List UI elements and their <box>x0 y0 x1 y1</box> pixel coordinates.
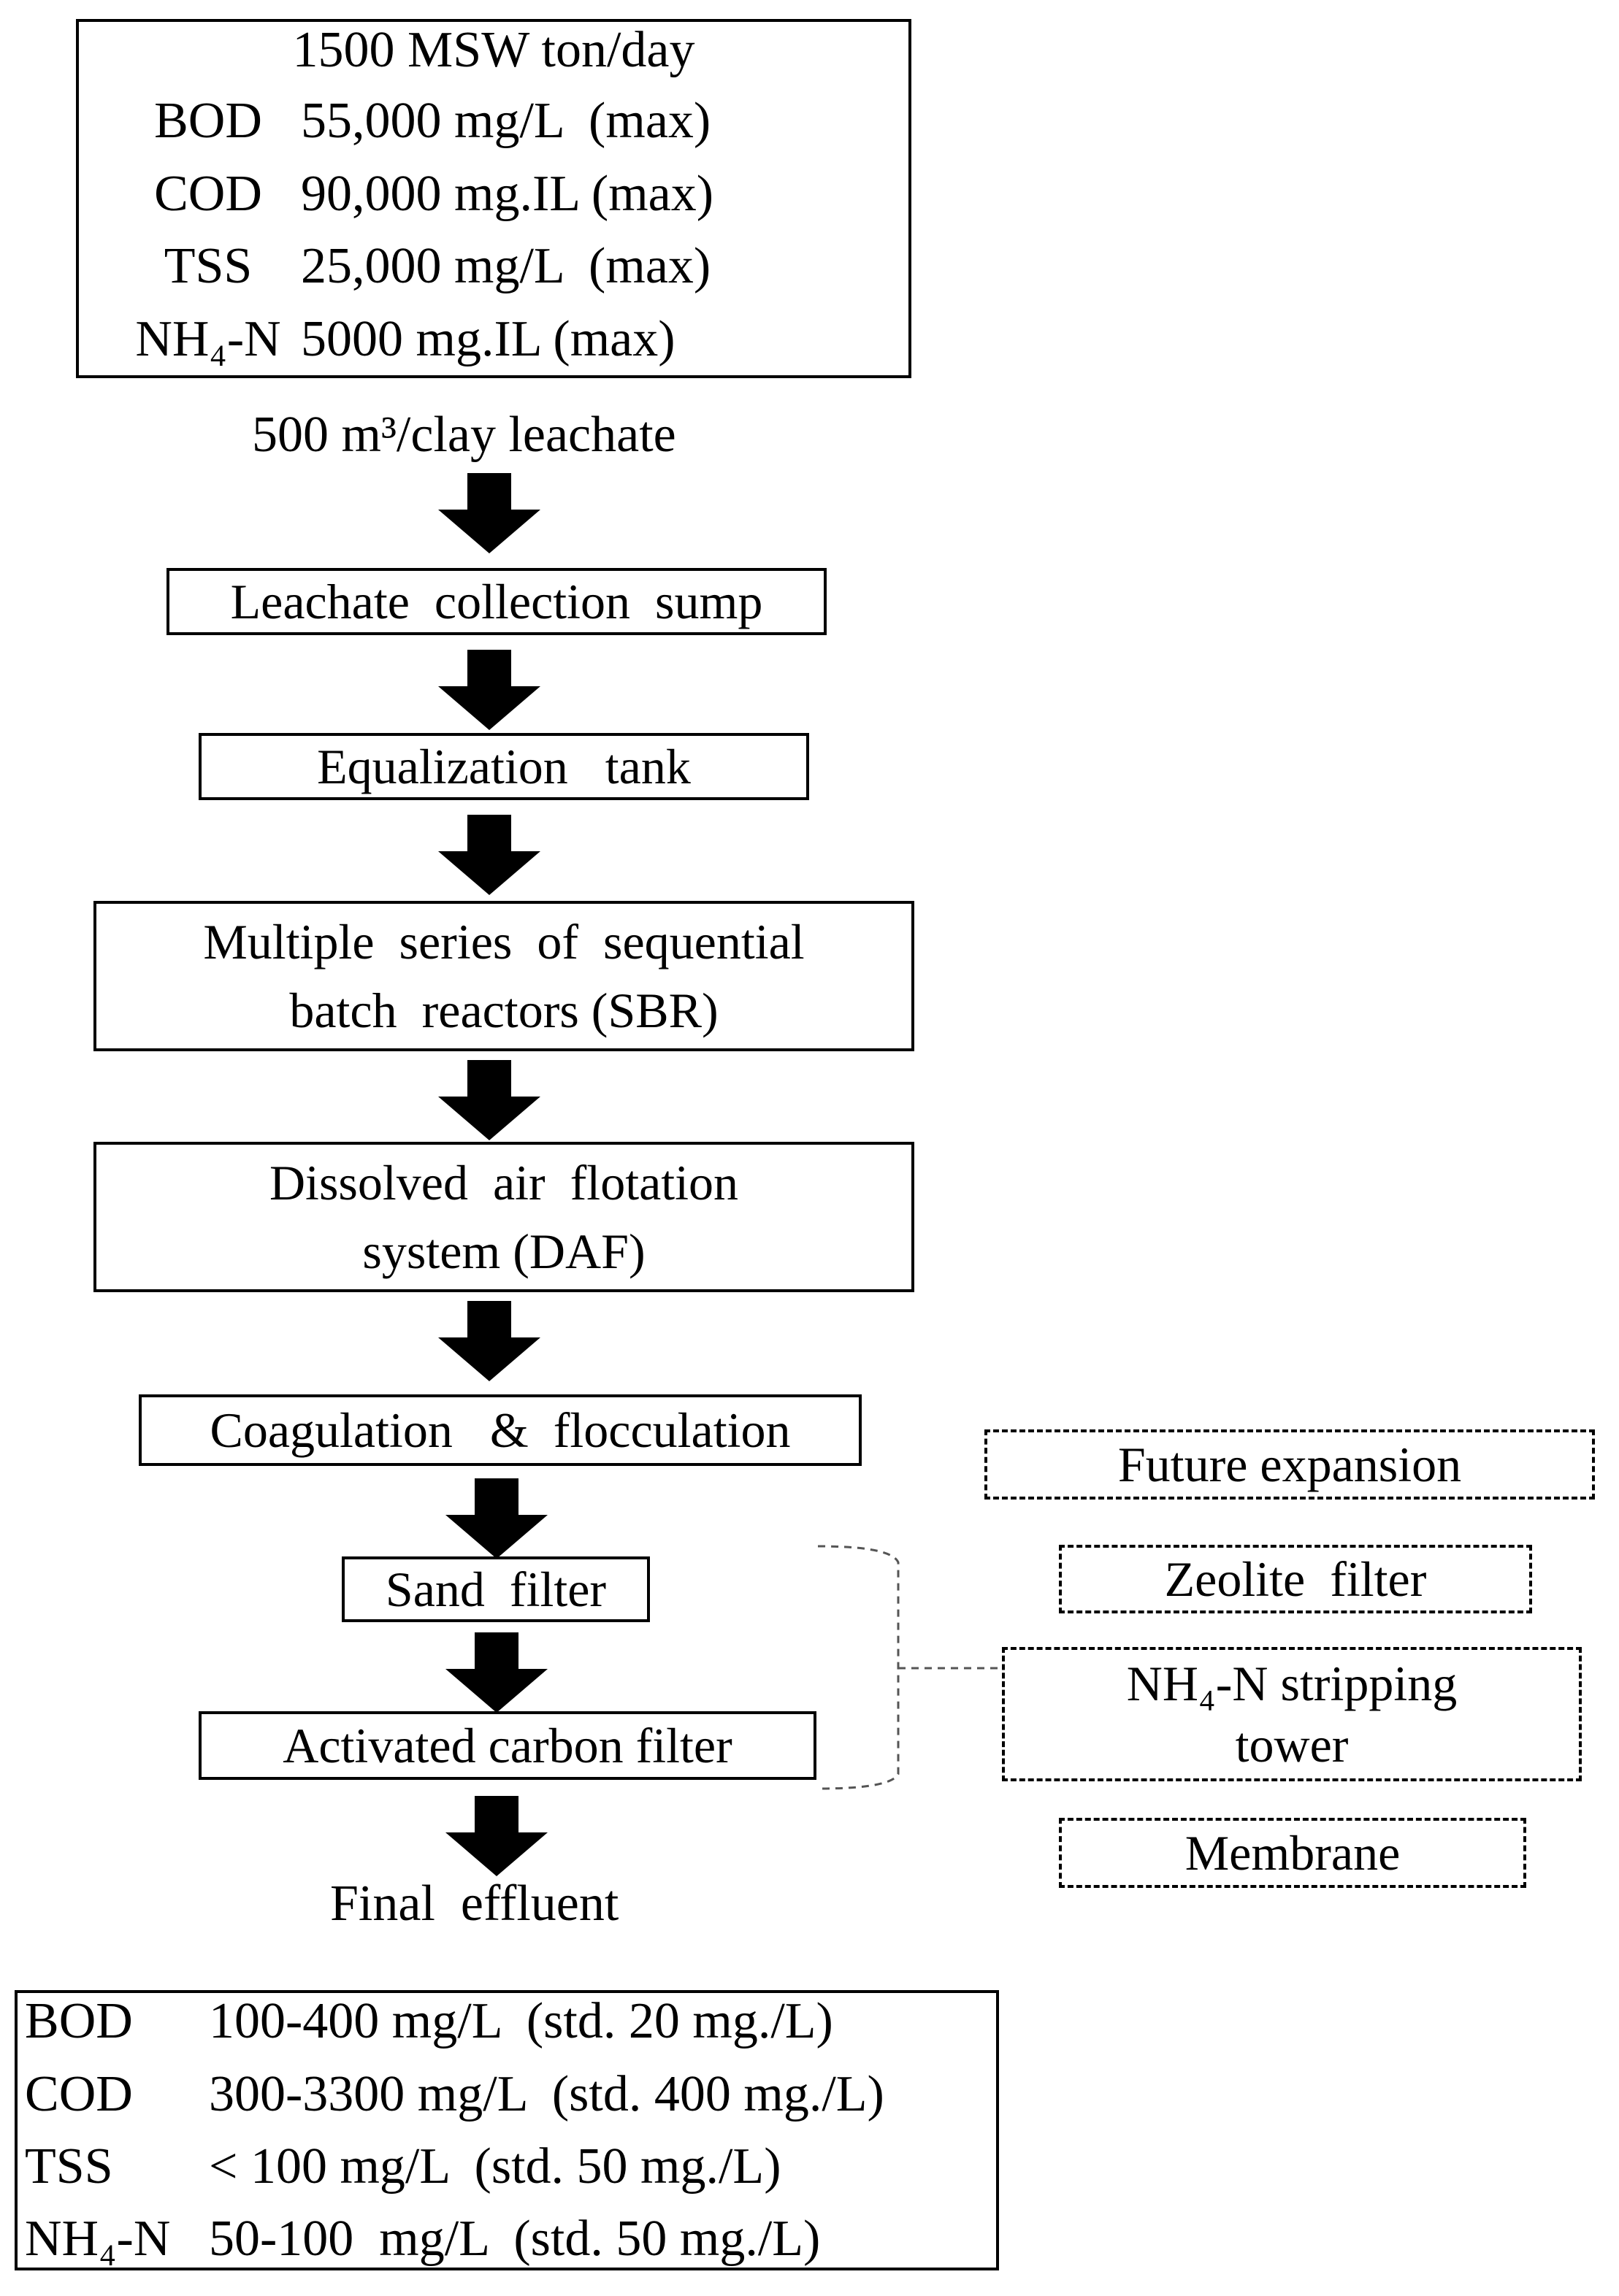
effluent-rows: BOD 100-400 mg/L (std. 20 mg./L) COD 300-3… <box>25 1985 884 2276</box>
bracket-path <box>817 1545 900 1790</box>
influent-rows: BOD 55,000 mg/L (max) COD 90,000 mg.IL (ma… <box>115 85 713 375</box>
zeolite-filter-label: Zeolite filter <box>1164 1551 1427 1607</box>
influent-row: BOD 55,000 mg/L (max) <box>115 85 713 157</box>
effluent-value-cod: 300-3300 mg/L (std. 400 mg./L) <box>209 2065 884 2122</box>
sbr-label-line2: batch reactors (SBR) <box>289 983 719 1038</box>
leachate-flow-label: 500 m³/clay leachate <box>252 407 676 463</box>
effluent-value-bod: 100-400 mg/L (std. 20 mg./L) <box>209 1993 833 2050</box>
effluent-param-tss: TSS <box>25 2138 113 2195</box>
value-cod: 90,000 mg.IL (max) <box>301 165 714 222</box>
stripping-label-line2: tower <box>1235 1717 1349 1773</box>
effluent-param-cod: COD <box>25 2065 133 2122</box>
value-bod: 55,000 mg/L (max) <box>301 93 711 150</box>
equalization-tank-box: Equalization tank <box>199 733 809 800</box>
effluent-value-nh4n: 50-100 mg/L (std. 50 mg./L) <box>209 2211 821 2268</box>
effluent-box: BOD 100-400 mg/L (std. 20 mg./L) COD 300-3… <box>15 1990 999 2270</box>
param-tss: TSS <box>164 238 253 295</box>
effluent-param-bod: BOD <box>25 1993 133 2050</box>
sbr-label-line1: Multiple series of sequential <box>203 913 805 970</box>
daf-label-line1: Dissolved air flotation <box>269 1154 739 1210</box>
param-bod: BOD <box>154 93 262 150</box>
zeolite-filter-box: Zeolite filter <box>1059 1545 1532 1613</box>
sbr-box: Multiple series of sequential batch reac… <box>93 901 914 1051</box>
param-cod: COD <box>154 165 262 222</box>
value-nh4n: 5000 mg.IL (max) <box>301 310 675 367</box>
effluent-param-nh4n: NH₄-N <box>25 2211 171 2268</box>
future-expansion-label: Future expansion <box>1117 1436 1462 1492</box>
final-effluent-label: Final effluent <box>330 1875 619 1932</box>
equalization-label: Equalization tank <box>317 738 691 794</box>
effluent-row: COD 300-3300 mg/L (std. 400 mg./L) <box>25 2058 884 2130</box>
membrane-label: Membrane <box>1184 1824 1401 1881</box>
daf-label-line2: system (DAF) <box>362 1224 646 1279</box>
value-tss: 25,000 mg/L (max) <box>301 238 711 295</box>
future-expansion-bracket <box>817 1545 1002 1790</box>
influent-row: COD 90,000 mg.IL (max) <box>115 158 713 230</box>
influent-tonnage: 1500 MSW ton/day <box>292 22 695 79</box>
sand-filter-label: Sand filter <box>385 1561 607 1617</box>
stripping-label-line1: NH₄-N stripping <box>1126 1655 1458 1711</box>
sand-filter-box: Sand filter <box>342 1556 650 1622</box>
future-expansion-box: Future expansion <box>984 1429 1595 1500</box>
collection-label: Leachate collection sump <box>230 573 763 629</box>
activated-carbon-filter-box: Activated carbon filter <box>199 1711 816 1780</box>
daf-box: Dissolved air flotation system (DAF) <box>93 1142 914 1292</box>
influent-row: NH₄-N 5000 mg.IL (max) <box>115 303 713 375</box>
param-nh4n: NH₄-N <box>135 310 281 367</box>
effluent-value-tss: < 100 mg/L (std. 50 mg./L) <box>209 2138 781 2195</box>
influent-box: 1500 MSW ton/day BOD 55,000 mg/L (max) CO… <box>76 19 911 378</box>
carbon-filter-label: Activated carbon filter <box>283 1717 732 1773</box>
leachate-collection-sump-box: Leachate collection sump <box>167 568 827 635</box>
effluent-row: BOD 100-400 mg/L (std. 20 mg./L) <box>25 1985 884 2057</box>
stripping-tower-box: NH₄-N stripping tower <box>1002 1647 1582 1781</box>
effluent-row: NH₄-N 50-100 mg/L (std. 50 mg./L) <box>25 2203 884 2275</box>
coagulation-label: Coagulation & flocculation <box>210 1402 791 1458</box>
effluent-row: TSS < 100 mg/L (std. 50 mg./L) <box>25 2130 884 2203</box>
coagulation-flocculation-box: Coagulation & flocculation <box>139 1394 862 1466</box>
influent-row: TSS 25,000 mg/L (max) <box>115 230 713 302</box>
membrane-box: Membrane <box>1059 1818 1526 1888</box>
